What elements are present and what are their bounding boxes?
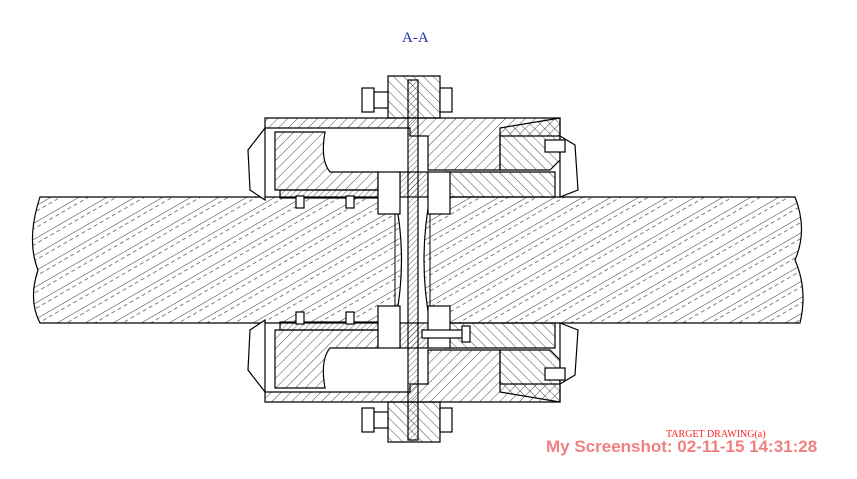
- left-hub-lower: [274, 329, 379, 389]
- key-upper-left: [279, 189, 379, 199]
- right-shaft: [423, 196, 804, 324]
- center-disc: [407, 79, 419, 441]
- bolt-bottom-left: [361, 407, 375, 433]
- seal-left-upper: [247, 126, 266, 202]
- key-lower-left: [279, 321, 379, 331]
- right-hub-lower: [499, 349, 561, 403]
- bolt-top-right: [439, 87, 453, 113]
- pin-lower-right: [421, 329, 468, 339]
- screenshot-timestamp: My Screenshot: 02-11-15 14:31:28: [546, 437, 818, 456]
- section-view-label: A-A: [402, 30, 429, 46]
- seal-left-lower: [247, 318, 266, 394]
- right-hub-upper: [499, 117, 561, 171]
- right-hub-sleeve-upper: [444, 171, 556, 198]
- left-shaft: [31, 196, 403, 324]
- drawing-caption: TARGET DRAWING(a): [666, 429, 766, 440]
- flange-bottom: [387, 401, 441, 443]
- bolt-bottom-right: [439, 407, 453, 433]
- bolt-top-left: [361, 87, 375, 113]
- flange-top: [387, 75, 441, 119]
- left-hub-upper: [274, 131, 379, 191]
